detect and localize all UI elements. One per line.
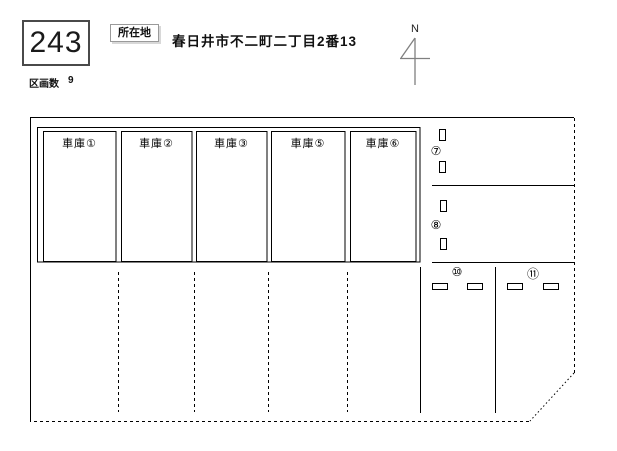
address-text: 春日井市不二町二丁目2番13 — [172, 34, 358, 49]
space-divider-lines — [420, 185, 574, 413]
wheel-stops-space-10 — [432, 283, 483, 290]
space-label-8: ⑧ — [430, 218, 442, 232]
garage-row — [37, 127, 421, 263]
location-label: 所在地 — [110, 24, 159, 42]
north-arrow-icon — [400, 37, 430, 85]
wheel-stops-space-11 — [507, 283, 559, 290]
garage-stall-label-1: 車庫① — [62, 138, 97, 150]
section-count-label: 区画数 — [29, 79, 59, 90]
garage-stall-label-5: 車庫⑤ — [290, 138, 326, 150]
site-boundary — [30, 117, 575, 422]
stall-extension-lines — [118, 272, 348, 412]
garage-stall-label-6: 車庫⑥ — [365, 138, 401, 150]
plot-number: 243 — [29, 26, 83, 59]
north-label: N — [411, 23, 419, 35]
plot-number-box: 243 — [22, 20, 90, 66]
space-label-11: ⑪ — [526, 267, 539, 281]
wheel-stops-space-8 — [440, 200, 447, 250]
garage-stall-label-2: 車庫② — [139, 138, 174, 150]
space-label-7: ⑦ — [430, 144, 442, 158]
section-count: 区画数 9 — [29, 75, 74, 90]
garage-stall-label-3: 車庫③ — [214, 138, 249, 150]
space-label-10: ⑩ — [451, 265, 463, 279]
wheel-stops-space-7 — [439, 129, 446, 173]
section-count-value: 9 — [68, 75, 74, 86]
